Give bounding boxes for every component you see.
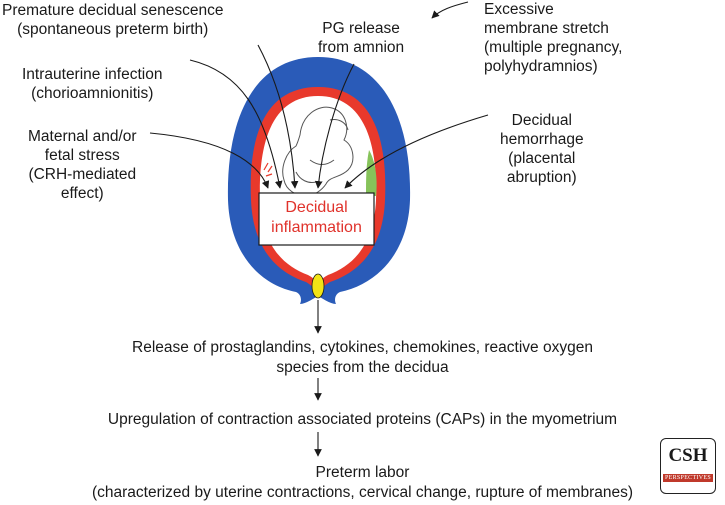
arrow-maternal-stress: [149, 132, 270, 189]
hemorrhage-shape: [366, 150, 377, 196]
label-decidual-hemorrhage: Decidual hemorrhage (placental abruption…: [500, 111, 584, 187]
label-excessive-stretch-line3: (multiple pregnancy,: [484, 39, 623, 56]
decidual-inflammation-label: Decidual inflammation: [259, 198, 374, 238]
csh-perspectives-logo: CSH PERSPECTIVES: [660, 438, 716, 494]
label-premature-decidual: Premature decidual senescence (spontaneo…: [2, 1, 223, 39]
label-intrauterine-infection: Intrauterine infection (chorioamnionitis…: [22, 65, 162, 103]
cervix-plug: [311, 273, 325, 299]
arrow-intrauterine-infection: [189, 59, 283, 189]
label-excessive-stretch: Excessive membrane stretch (multiple pre…: [484, 0, 622, 76]
label-intrauterine-infection-line2: (chorioamnionitis): [31, 85, 154, 102]
label-excessive-stretch-line4: polyhydramnios): [484, 58, 598, 75]
label-maternal-stress: Maternal and/or fetal stress (CRH-mediat…: [28, 127, 137, 203]
arrow-decidual-hemorrhage: [344, 114, 489, 189]
label-maternal-stress-line1: Maternal and/or: [28, 128, 137, 145]
fetus-outline: [282, 106, 354, 197]
logo-csh-text: CSH: [668, 445, 708, 466]
flow-step-preterm-labor: Preterm labor (characterized by uterine …: [0, 463, 725, 503]
label-excessive-stretch-line2: membrane stretch: [484, 20, 609, 37]
label-decidual-hemorrhage-line2: hemorrhage: [500, 131, 584, 148]
label-pg-release-line1: PG release: [322, 20, 400, 37]
logo-perspectives-text: PERSPECTIVES: [663, 474, 713, 482]
arrow-premature-decidual: [257, 44, 299, 189]
label-maternal-stress-line2: fetal stress: [44, 147, 120, 164]
decidual-inflammation-box: [258, 192, 375, 246]
flow-step-release-line1: Release of prostaglandins, cytokines, ch…: [132, 339, 593, 356]
label-decidual-hemorrhage-line3: (placental: [508, 150, 576, 167]
flow-step-release-line2: species from the decidua: [276, 359, 449, 376]
label-decidual-hemorrhage-line4: abruption): [506, 169, 577, 186]
arrow-excessive-stretch: [431, 1, 469, 19]
label-premature-decidual-line1: Premature decidual senescence: [2, 2, 224, 19]
label-maternal-stress-line4: effect): [60, 185, 104, 202]
label-excessive-stretch-line1: Excessive: [484, 1, 554, 18]
flow-step-release: Release of prostaglandins, cytokines, ch…: [0, 338, 725, 378]
label-maternal-stress-line3: (CRH-mediated: [28, 166, 137, 183]
label-intrauterine-infection-line1: Intrauterine infection: [22, 66, 163, 83]
decidual-inflammation-line2: inflammation: [271, 219, 362, 236]
label-pg-release-line2: from amnion: [318, 39, 405, 56]
flow-step-preterm-labor-line2: (characterized by uterine contractions, …: [91, 484, 634, 501]
flow-step-upregulation: Upregulation of contraction associated p…: [0, 410, 725, 430]
flow-step-upregulation-line1: Upregulation of contraction associated p…: [107, 411, 618, 428]
decidual-inflammation-line1: Decidual: [285, 199, 348, 216]
label-pg-release: PG release from amnion: [318, 19, 404, 57]
infection-marks: [263, 162, 273, 177]
label-premature-decidual-line2: (spontaneous preterm birth): [17, 21, 209, 38]
label-decidual-hemorrhage-line1: Decidual: [511, 112, 572, 129]
arrow-pg-release: [314, 63, 355, 189]
flow-step-preterm-labor-line1: Preterm labor: [315, 464, 410, 481]
